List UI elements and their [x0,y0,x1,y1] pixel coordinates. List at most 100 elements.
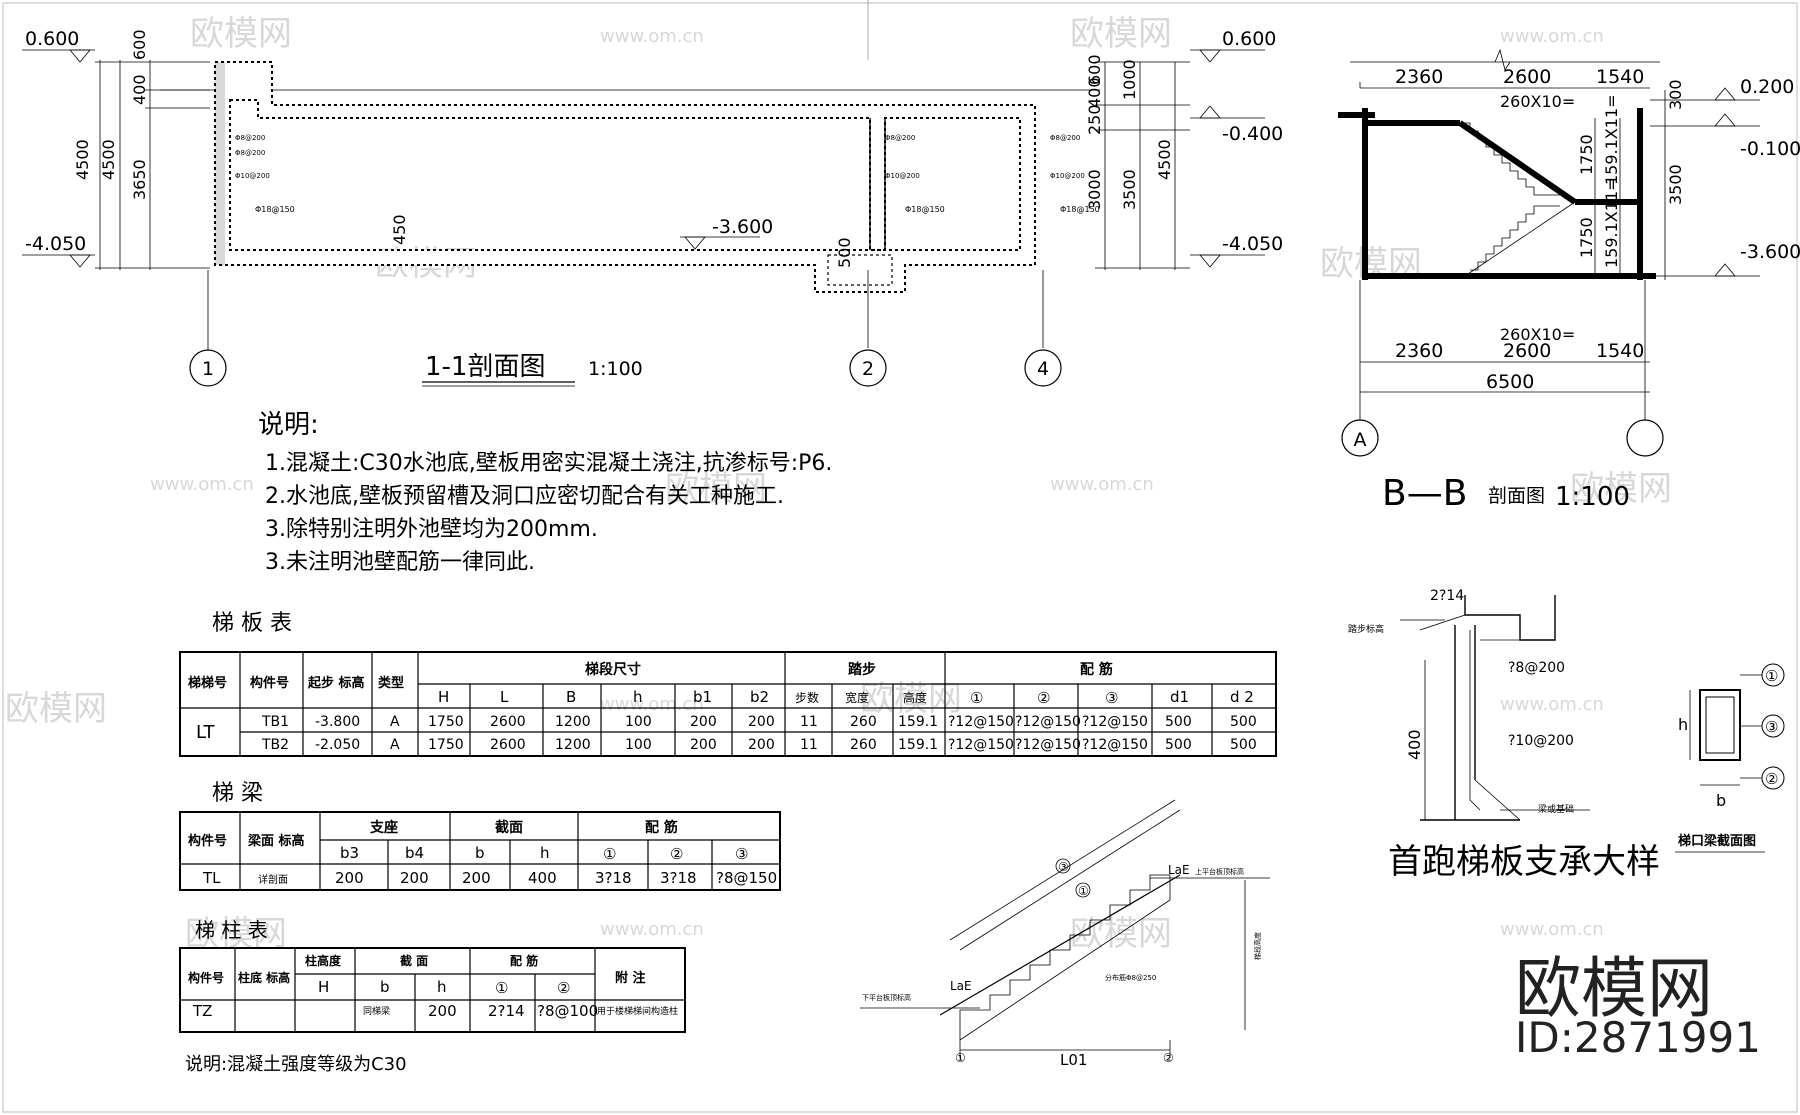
dim-note: 260X10= [1500,325,1575,344]
beam-dim: h [1678,715,1688,734]
svg-text:500: 500 [1230,737,1257,753]
note-line: 3.除特别注明外池壁均为200mm. [265,517,598,542]
table-subheader: ② [670,845,683,863]
table-title: 梯 梁 [212,781,263,806]
level-label: -3.600 [1740,241,1800,263]
table-header: 柱底 标高 [238,970,290,985]
svg-text:TZ: TZ [192,1002,212,1020]
table-header: 构件号 [188,833,227,849]
table-subheader: ③ [735,845,748,863]
table-note: 说明:混凝土强度等级为C30 [185,1054,407,1075]
level-label: 0.600 [1222,28,1276,50]
section-1-1: 0.600 -4.050 4500 4500 600 400 3650 Φ8@2… [22,28,1283,387]
note-line: 1.混凝土:C30水池底,壁板用密实混凝土浇注,抗渗标号:P6. [265,451,832,476]
rebar-label: Φ8@200 [235,149,265,157]
svg-text:-3.800: -3.800 [315,714,360,730]
dim-label: 600 [130,29,149,60]
level-label: 0.600 [25,28,79,50]
table-subheader: 步数 [795,690,819,705]
table-subheader: b3 [340,844,359,862]
svg-text:TB2: TB2 [261,737,289,753]
table-subheader: b4 [405,844,424,862]
support-detail: 2?14 踏步标高 ?8@200 ?10@200 400 梁或基础 首跑梯板支承… [1348,588,1785,882]
watermark-logo: 欧模网 [1070,914,1172,954]
rebar-mark: ① [955,1051,966,1065]
svg-text:200: 200 [400,869,429,887]
rebar-mark: ② [1163,1051,1174,1065]
svg-text:?12@150: ?12@150 [1015,737,1081,753]
svg-text:260: 260 [850,714,877,730]
table-subheader: b [475,844,485,862]
section-title: 1-1剖面图 [425,352,545,382]
table-header: 踏步 [848,661,876,678]
svg-text:A: A [390,737,400,753]
dim-label: 3650 [130,159,149,200]
watermark-layer: 欧模网 欧模网 欧模网 欧模网 欧模网 欧模网 欧模网 欧模网 欧模网 欧模网 … [5,14,1672,954]
axis-label: 1 [202,358,214,380]
watermark-url: www.om.cn [1500,919,1604,940]
dim-label: 3500 [1120,169,1139,210]
svg-text:TB1: TB1 [261,714,289,730]
rebar-label: 2?14 [1430,588,1464,604]
table-title: 梯 柱 表 [195,918,268,942]
dim-label: 4500 [99,139,118,180]
table-subheader: d 2 [1230,688,1254,706]
svg-text:1200: 1200 [555,714,591,730]
dim-label: 1000 [1120,59,1139,100]
svg-text:A: A [390,714,400,730]
table-subheader: b2 [750,688,769,706]
svg-text:?12@150: ?12@150 [948,714,1014,730]
table-header: 起步 标高 [307,675,365,691]
diagram-label: 梯段高度 [1253,932,1262,960]
column-table: 梯 柱 表 构件号 柱底 标高 柱高度 截 面 配 筋 附 注 H b h ① … [179,918,686,1075]
svg-text:400: 400 [528,869,557,887]
rebar-label: Φ18@150 [905,205,945,214]
svg-text:200: 200 [748,737,775,753]
svg-text:200: 200 [748,714,775,730]
svg-text:2600: 2600 [490,737,526,753]
table-row: TL 详剖面 200 200 200 400 3?18 3?18 ?8@150 [202,869,777,887]
rebar-label: Φ18@150 [255,205,295,214]
svg-text:200: 200 [690,714,717,730]
dim-label: 3000 [1085,169,1104,210]
dim-label: 1540 [1596,340,1644,362]
rebar-label: Φ10@200 [1050,172,1085,180]
table-subheader: B [566,688,576,706]
svg-text:?12@150: ?12@150 [1082,737,1148,753]
dim-label: 400 [1085,77,1104,108]
dim-label: 600 [1085,54,1104,85]
svg-text:1750: 1750 [428,737,464,753]
svg-text:TL: TL [202,869,221,887]
watermark-url: www.om.cn [1050,474,1154,495]
level-label: 0.200 [1740,76,1794,98]
svg-text:?12@150: ?12@150 [1015,714,1081,730]
table-header: 构件号 [188,970,224,985]
dim-label: L01 [1060,1051,1087,1069]
stair-diagram: ③ ① LaE LaE 上平台板顶标高 下平台板顶标高 分布筋Φ8@250 梯段… [860,799,1270,1069]
watermark-url: www.om.cn [1500,694,1604,715]
dim-label: 159.1X11= [1602,177,1621,268]
svg-text:500: 500 [1165,714,1192,730]
svg-text:3?18: 3?18 [595,869,632,887]
svg-text:200: 200 [690,737,717,753]
table-header: 梯段尺寸 [585,661,641,678]
diagram-label: 分布筋Φ8@250 [1105,973,1156,982]
beam-dim: b [1716,791,1726,810]
table-subheader: h [540,844,550,862]
axis-label: A [1354,429,1367,451]
rebar-mark: ① [1078,884,1089,898]
brand-logo: 欧模网 [1515,950,1713,1027]
dim-label: LaE [1168,863,1190,877]
dim-label: 6500 [1486,371,1534,393]
dim-label: 1750 [1577,217,1596,258]
table-header: 构件号 [250,675,289,691]
rebar-label: Φ8@200 [235,134,265,142]
watermark-url: www.om.cn [150,474,254,495]
svg-text:11: 11 [800,714,818,730]
svg-text:?8@150: ?8@150 [716,869,777,887]
table-header: 支座 [369,819,398,836]
svg-text:用于楼梯梯间构造柱: 用于楼梯梯间构造柱 [597,1005,678,1017]
rebar-label: Φ10@200 [235,172,270,180]
rebar-label: ?10@200 [1508,733,1574,749]
table-row: TB1 -3.800 A 1750 2600 1200 100 200 200 … [261,714,1257,730]
